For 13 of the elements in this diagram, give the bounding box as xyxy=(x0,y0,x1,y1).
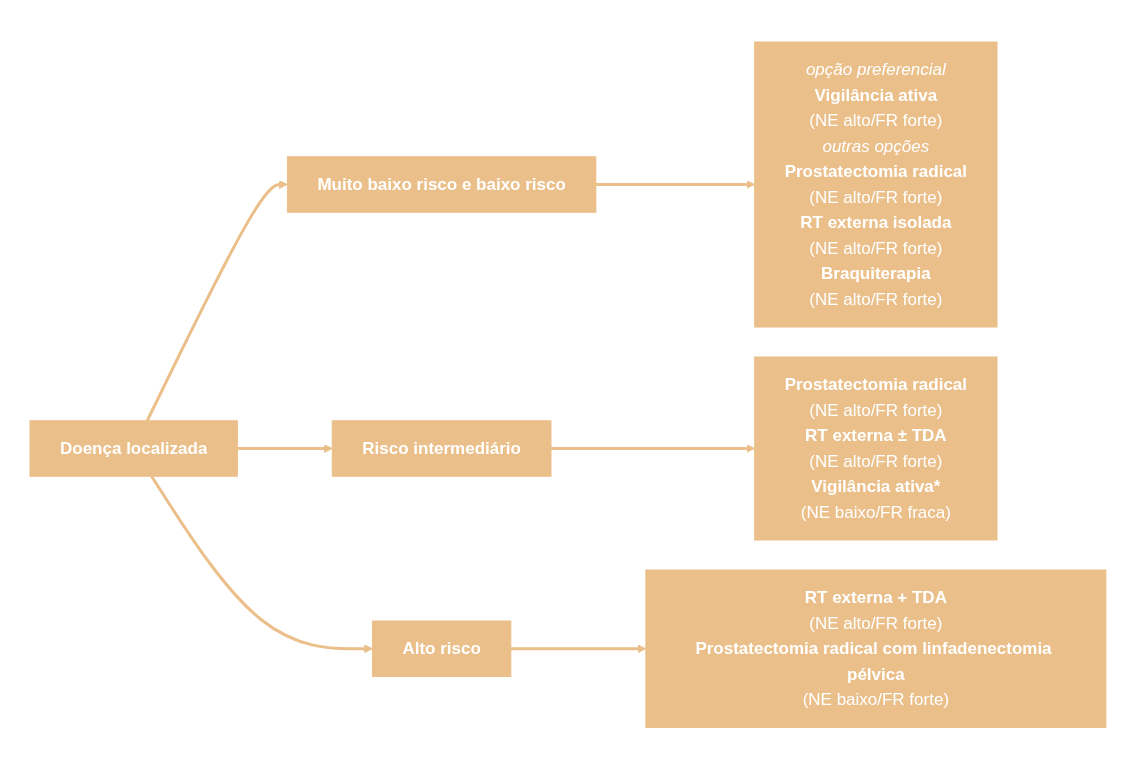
node-box: Muito baixo risco e baixo risco xyxy=(286,156,597,213)
arrow xyxy=(510,644,647,653)
node-box: Prostatectomia radical (NE alto/FR forte) RT externa ± TDA (NE alto/FR forte) Vigilância ativa* (NE baixo/FR fraca) xyxy=(754,356,998,541)
node-box: Doença localizada xyxy=(29,420,238,477)
arrow xyxy=(237,443,333,453)
node-box: Alto risco xyxy=(372,620,512,677)
node-box: RT externa + TDA (NE alto/FR forte) Prostatectomia radical com linfadenectomia pélvica (NE baixo/FR forte) xyxy=(645,569,1107,728)
arrow xyxy=(145,179,288,422)
arrow xyxy=(150,475,373,653)
arrow xyxy=(551,443,756,453)
node-box: Risco intermediário xyxy=(331,420,552,477)
node-box: opção preferencial Vigilância ativa (NE alto/FR forte) outras opções Prostatectomia radical (NE alto/FR forte) RT externa isolada (NE alto/FR forte) Braquiterapia (NE alto/FR forte) xyxy=(754,41,998,328)
arrow xyxy=(595,179,756,189)
